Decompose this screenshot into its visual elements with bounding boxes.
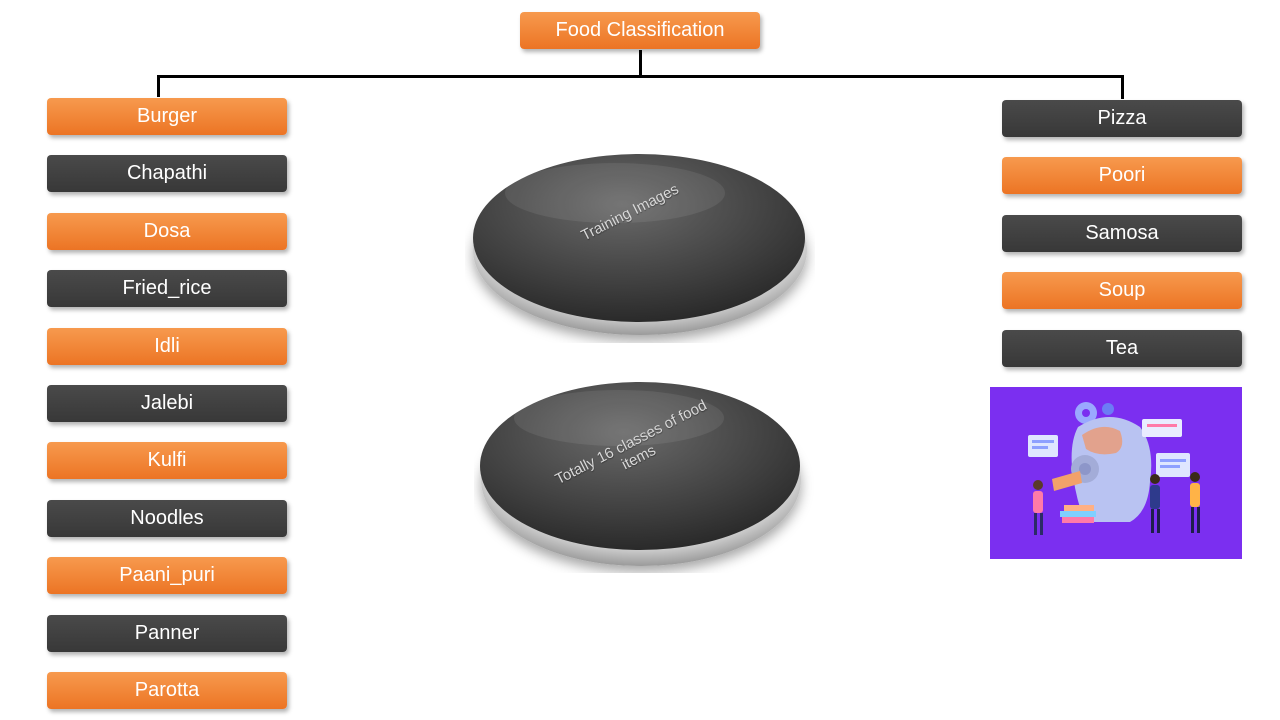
root-node-food-classification: Food Classification [520, 12, 760, 49]
class-box-poori: Poori [1002, 157, 1242, 194]
class-label: Soup [1098, 279, 1146, 301]
class-box-panner: Panner [47, 615, 287, 652]
class-label: Samosa [1085, 222, 1159, 244]
class-box-burger: Burger [47, 98, 287, 135]
class-label: Chapathi [126, 162, 208, 184]
class-box-samosa: Samosa [1002, 215, 1242, 252]
training-images-disc [473, 154, 807, 335]
class-box-soup: Soup [1002, 272, 1242, 309]
class-box-kulfi: Kulfi [47, 442, 287, 479]
class-label: Parotta [134, 679, 200, 701]
class-box-tea: Tea [1002, 330, 1242, 367]
class-label: Pizza [1097, 107, 1147, 129]
class-label: Jalebi [140, 392, 194, 414]
connector-bar [157, 75, 1124, 78]
class-label: Dosa [143, 220, 191, 242]
class-label: Kulfi [147, 449, 187, 471]
class-box-dosa: Dosa [47, 213, 287, 250]
class-label: Paani_puri [119, 564, 215, 586]
class-box-paani-puri: Paani_puri [47, 557, 287, 594]
class-label: Fried_rice [122, 277, 212, 299]
class-box-jalebi: Jalebi [47, 385, 287, 422]
class-box-noodles: Noodles [47, 500, 287, 537]
connector-right-drop [1121, 75, 1124, 99]
class-label: Burger [136, 105, 198, 127]
connector-left-drop [157, 75, 160, 97]
class-label: Noodles [130, 507, 204, 529]
class-box-parotta: Parotta [47, 672, 287, 709]
class-label: Poori [1098, 164, 1146, 186]
class-label: Panner [134, 622, 200, 644]
root-node-label: Food Classification [555, 19, 725, 41]
class-label: Idli [154, 335, 180, 357]
class-box-idli: Idli [47, 328, 287, 365]
ai-illustration-image [990, 387, 1242, 559]
class-label: Tea [1105, 337, 1139, 359]
classes-count-disc [480, 382, 801, 566]
class-box-fried-rice: Fried_rice [47, 270, 287, 307]
class-box-chapathi: Chapathi [47, 155, 287, 192]
connector-stem [639, 50, 642, 77]
class-box-pizza: Pizza [1002, 100, 1242, 137]
